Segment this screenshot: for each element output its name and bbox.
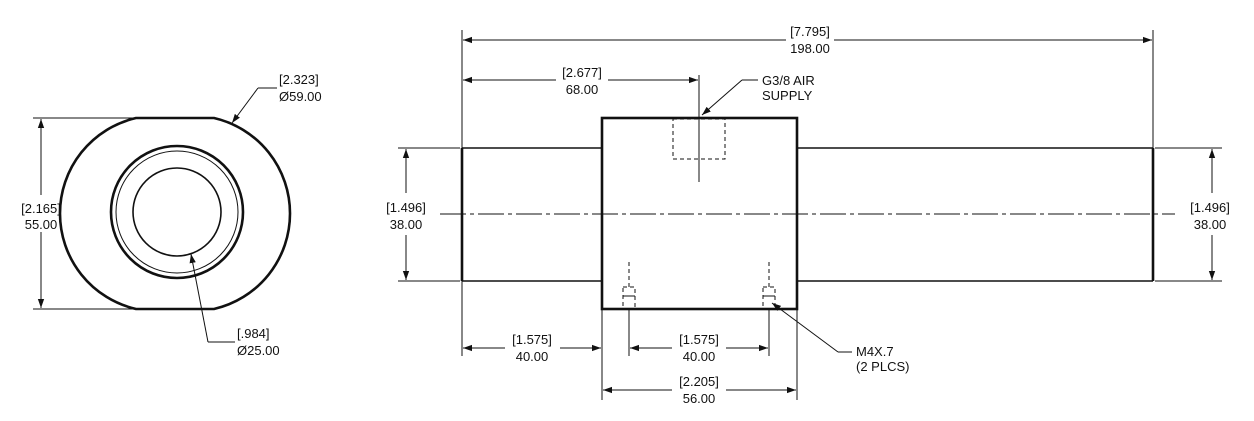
tapped-hole-1 [622, 262, 636, 356]
body-length-inch: [2.205] [679, 374, 719, 389]
height-dim-inch: [2.165] [21, 201, 61, 216]
outer-profile-with-flats [58, 116, 292, 311]
overall-length-inch: [7.795] [790, 24, 830, 39]
outer-diameter-mm: Ø59.00 [279, 89, 322, 104]
port-note-line1: G3/8 AIR [762, 73, 815, 88]
side-view: [2.165] 55.00 [2.323] Ø59.00 [.984] Ø25.… [21, 72, 322, 358]
outer-diameter-inch: [2.323] [279, 72, 319, 87]
body-length-mm: 56.00 [683, 391, 716, 406]
overall-length-mm: 198.00 [790, 41, 830, 56]
outer-diameter-leader-angled [231, 87, 259, 124]
shaft-dia-right-inch: [1.496] [1190, 200, 1230, 215]
counterbore-inner-edge [115, 150, 239, 274]
bore-circle [132, 167, 222, 257]
counterbore-circle [109, 144, 245, 280]
thread-note-leader-angled [771, 302, 839, 353]
shaft-dia-left-mm: 38.00 [390, 217, 423, 232]
bore-diameter-inch: [.984] [237, 326, 270, 341]
thread-note-line2: (2 PLCS) [856, 359, 909, 374]
bore-diameter-leader-angled [189, 253, 209, 343]
shaft-dia-right-mm: 38.00 [1194, 217, 1227, 232]
thread-note-line1: M4X.7 [856, 344, 894, 359]
bore-diameter-mm: Ø25.00 [237, 343, 280, 358]
port-location-inch: [2.677] [562, 65, 602, 80]
front-view: [7.795] 198.00 [2.677] 68.00 G3/8 AIR SU… [386, 24, 1230, 406]
port-note-line2: SUPPLY [762, 88, 813, 103]
port-note-leader-angled [701, 79, 743, 116]
shaft-length-inch: [1.575] [512, 332, 552, 347]
shaft-dia-left-inch: [1.496] [386, 200, 426, 215]
hole-spacing-mm: 40.00 [683, 349, 716, 364]
port-location-mm: 68.00 [566, 82, 599, 97]
height-dim-mm: 55.00 [25, 217, 58, 232]
hole-spacing-inch: [1.575] [679, 332, 719, 347]
air-port-hidden [672, 118, 726, 160]
tapped-hole-2 [762, 262, 776, 356]
shaft-length-mm: 40.00 [516, 349, 549, 364]
